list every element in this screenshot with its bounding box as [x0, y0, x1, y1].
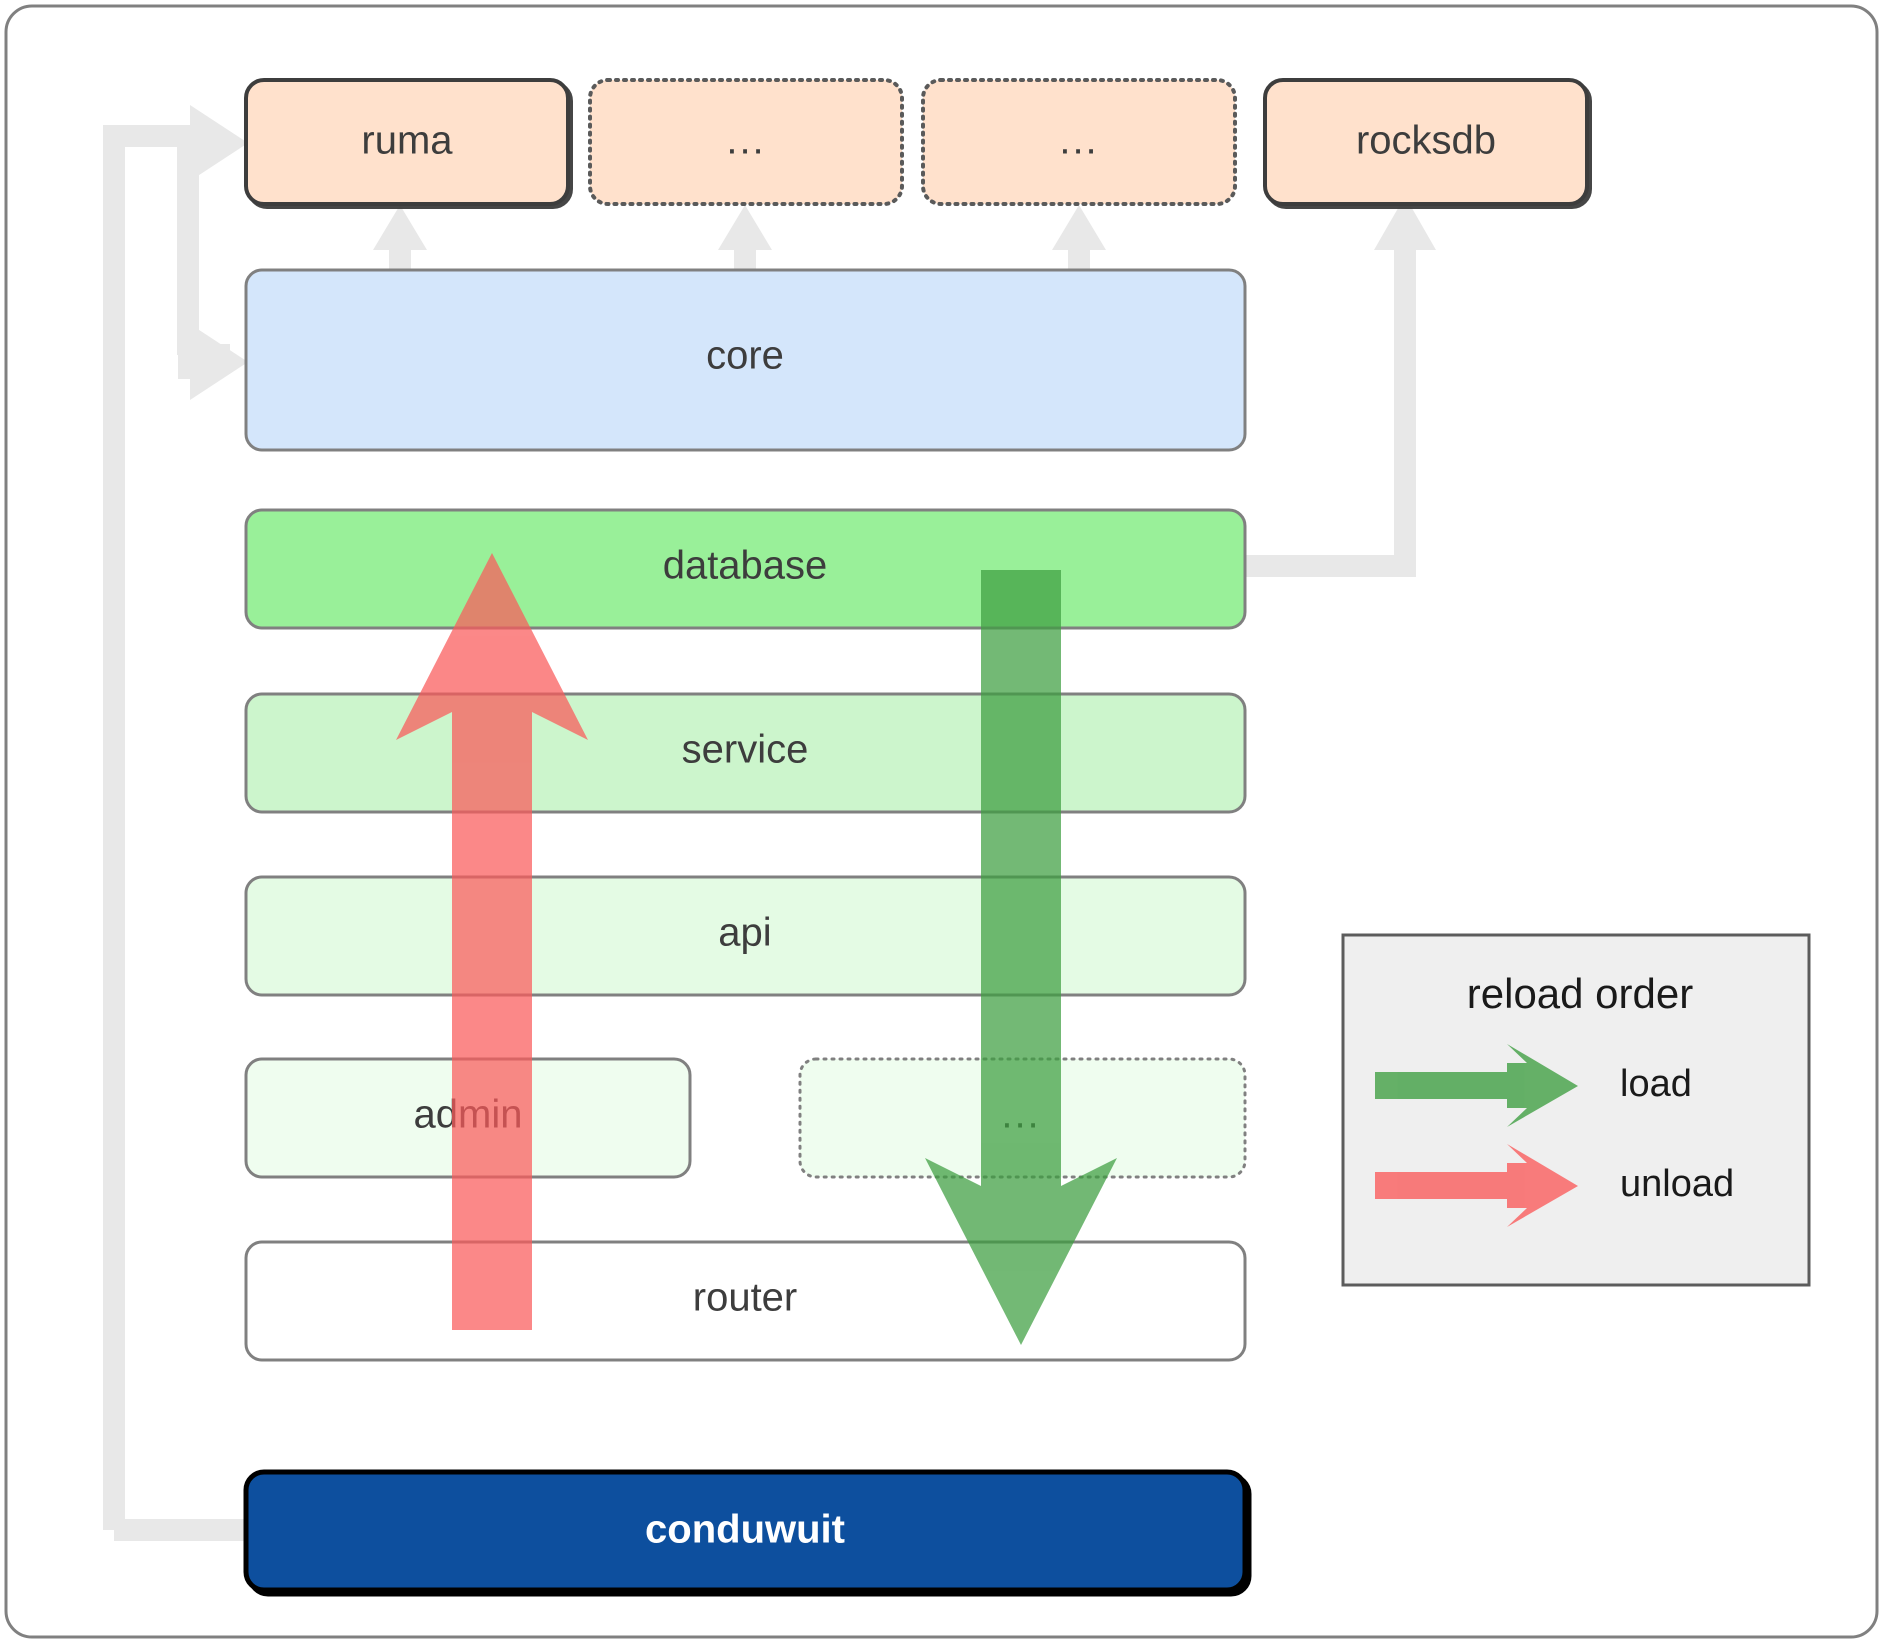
legend-title: reload order [1467, 970, 1693, 1017]
crate-api[interactable]: api [244, 875, 1247, 997]
crate-database-label: database [663, 544, 828, 588]
diagram-frame [4, 4, 1879, 1639]
crate-conduwuit[interactable]: conduwuit [243, 1469, 1248, 1593]
crate-service-label: service [682, 728, 809, 772]
crate-router-label: router [693, 1276, 798, 1320]
legend-swatch-load [1375, 1044, 1578, 1127]
crate-router[interactable]: router [244, 1240, 1247, 1362]
external-crate-placeholder-1-label: ... [726, 119, 765, 163]
legend: reload order load unload [1341, 933, 1811, 1287]
connector-conduwuit-to-external [103, 105, 248, 1541]
external-crate-placeholder-1[interactable]: ... [588, 78, 904, 206]
external-crate-rocksdb[interactable]: rocksdb [1263, 78, 1589, 206]
unload-flow-arrow [396, 553, 588, 1330]
legend-label-load: load [1620, 1063, 1692, 1105]
external-crate-ruma[interactable]: ruma [244, 78, 570, 206]
crate-conduwuit-label: conduwuit [645, 1508, 845, 1552]
crate-core[interactable]: core [244, 268, 1247, 452]
crate-api-label: api [718, 911, 771, 955]
crate-core-label: core [706, 334, 784, 378]
external-crate-rocksdb-label: rocksdb [1356, 119, 1496, 163]
legend-label-unload: unload [1620, 1163, 1734, 1205]
crate-database[interactable]: database [244, 508, 1247, 630]
external-crate-placeholder-2-label: ... [1059, 119, 1098, 163]
load-flow-arrow [925, 570, 1117, 1345]
crate-service[interactable]: service [244, 692, 1247, 814]
connector-database-to-rocksdb [1245, 196, 1436, 577]
legend-swatch-unload [1375, 1144, 1578, 1227]
external-crate-placeholder-2[interactable]: ... [921, 78, 1237, 206]
external-crate-ruma-label: ruma [361, 119, 453, 163]
